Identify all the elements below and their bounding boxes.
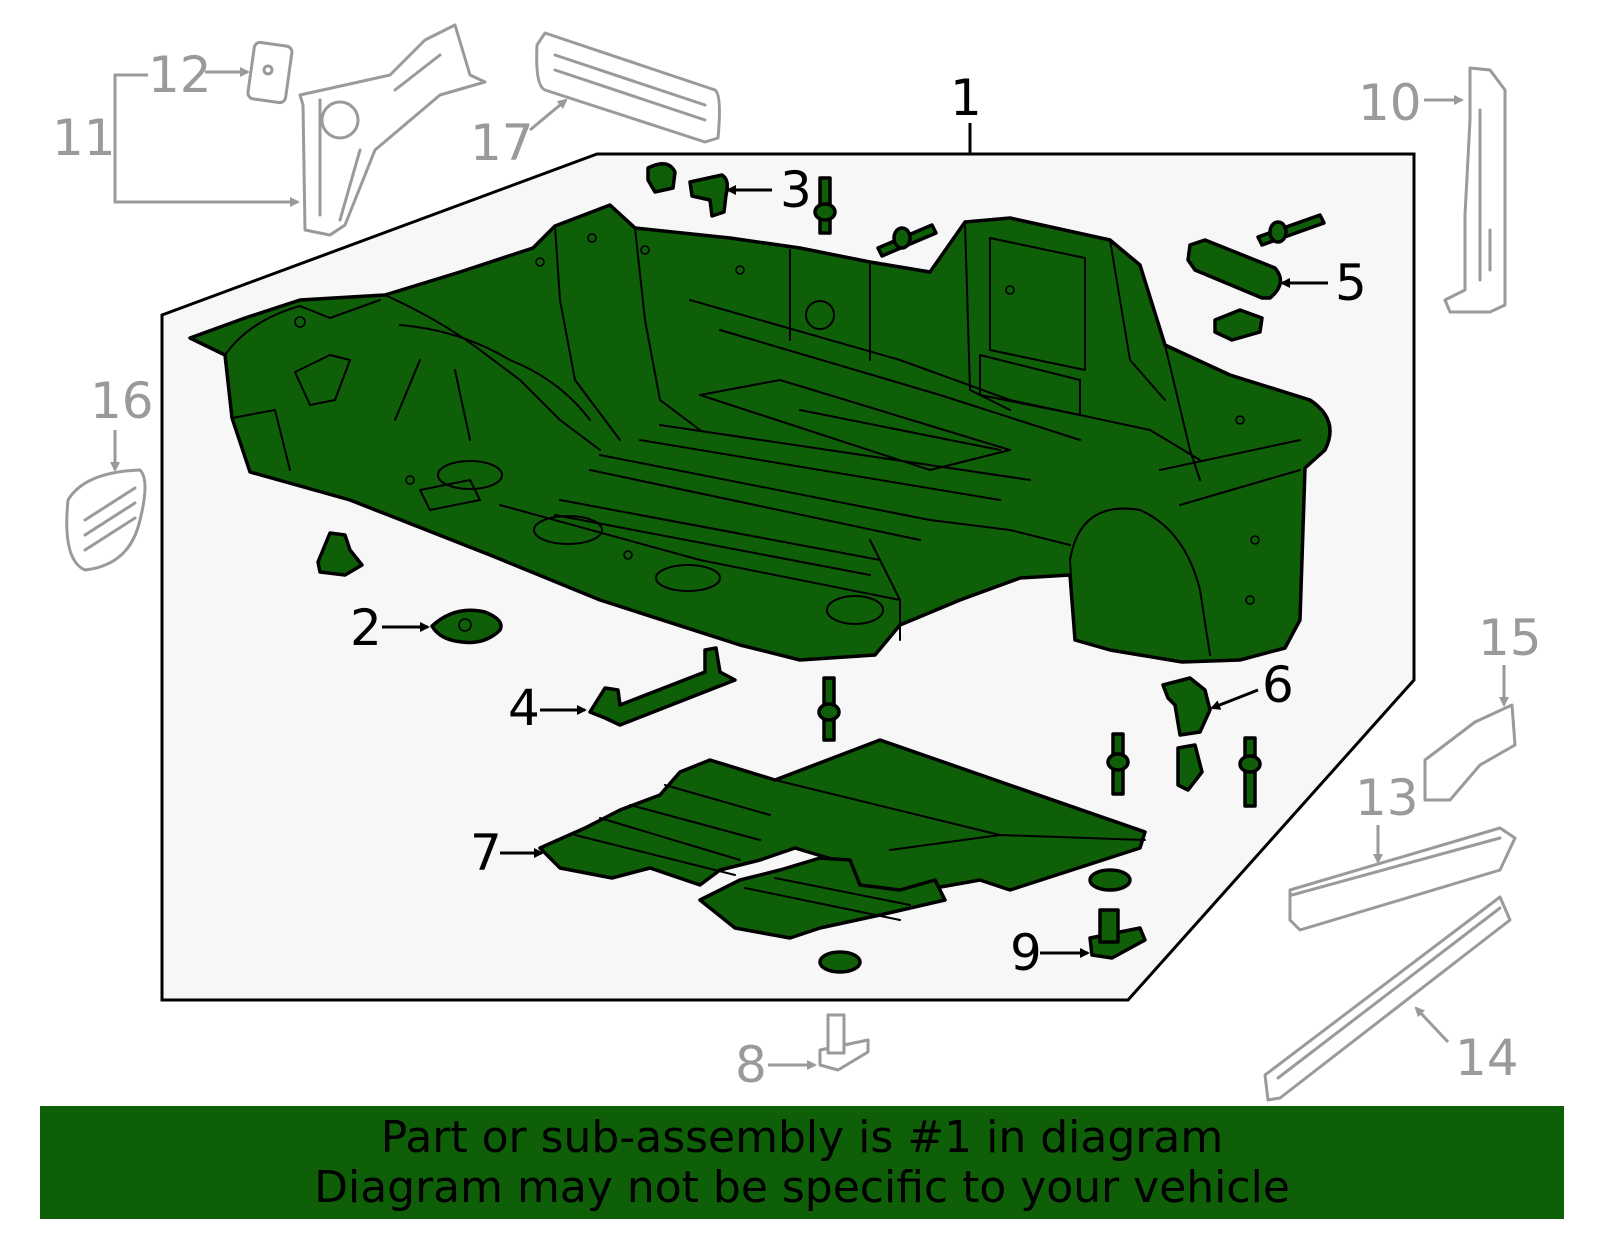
part-8-stud (818, 1013, 870, 1072)
part-2-pad (430, 608, 503, 645)
part-12-plate (246, 40, 294, 105)
part-3-clip (646, 162, 730, 218)
callout-2: 2 (350, 599, 382, 657)
info-banner: Part or sub-assembly is #1 in diagram Di… (40, 1106, 1564, 1219)
part-14-rail (1263, 895, 1512, 1102)
bump-stop (316, 531, 364, 577)
callout-11: 11 (52, 109, 116, 167)
part-1-floor-pan (188, 203, 1332, 664)
part-13-rail (1288, 826, 1517, 932)
part-17-grille (535, 31, 721, 144)
part-6-bracket (1161, 676, 1212, 792)
part-7-shield (538, 738, 1147, 940)
callout-5: 5 (1335, 254, 1367, 312)
callout-13: 13 (1355, 769, 1419, 827)
push-pin-e (1106, 732, 1130, 796)
push-pin-c (1256, 213, 1326, 247)
callout-15: 15 (1478, 609, 1542, 667)
callout-3: 3 (780, 161, 812, 219)
callout-4: 4 (508, 679, 540, 737)
push-pin-b (876, 223, 938, 258)
callout-16: 16 (90, 372, 154, 430)
callout-7: 7 (470, 824, 502, 882)
part-11-pillar (298, 23, 487, 237)
callout-12: 12 (148, 46, 212, 104)
push-pin-a (813, 176, 837, 235)
part-15-bracket (1423, 703, 1517, 802)
part-9-stud (818, 868, 1147, 974)
callout-9: 9 (1010, 924, 1042, 982)
banner-line-2: Diagram may not be specific to your vehi… (314, 1161, 1290, 1213)
part-10-bracket (1443, 66, 1507, 314)
part-5-bracket (1186, 238, 1283, 342)
callout-17: 17 (470, 114, 534, 172)
banner-line-1: Part or sub-assembly is #1 in diagram (380, 1111, 1224, 1163)
push-pin-f (1238, 736, 1262, 808)
callout-6: 6 (1262, 656, 1294, 714)
part-4-bracket (588, 646, 737, 727)
push-pin-d (817, 676, 841, 742)
callout-14: 14 (1455, 1029, 1519, 1087)
callout-10: 10 (1358, 74, 1422, 132)
part-16-vent (65, 468, 147, 572)
callout-8: 8 (735, 1036, 767, 1094)
callout-1: 1 (950, 69, 982, 127)
